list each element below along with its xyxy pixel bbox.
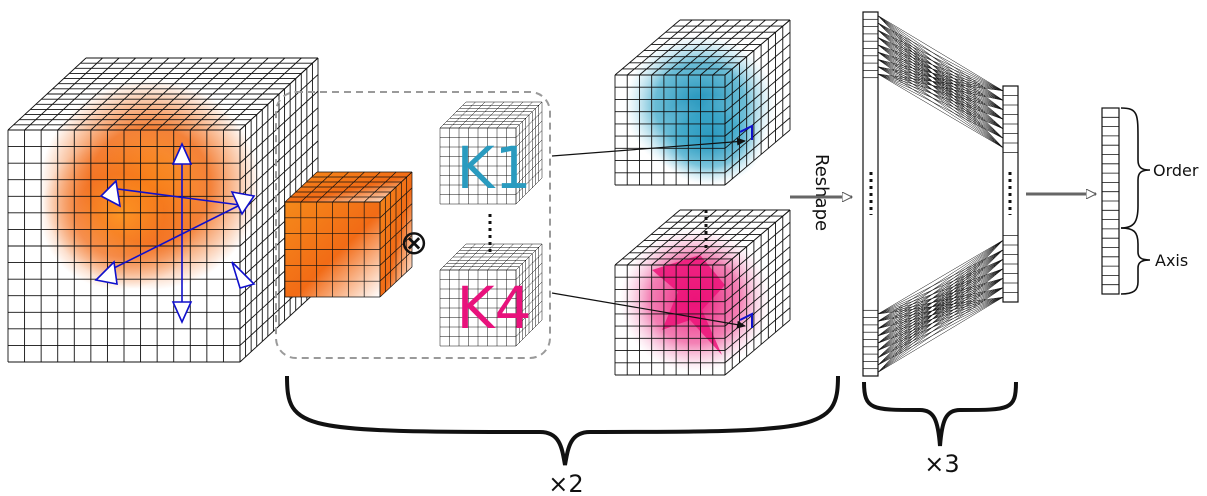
- convolution-group-box: [275, 91, 551, 359]
- feature-map-k4-cube: [614, 209, 791, 376]
- conv-repeat-label: ×2: [548, 470, 583, 496]
- kernel-k1-cube: [439, 101, 543, 205]
- axis-brace: [1120, 227, 1151, 295]
- kernel-k1-label: K1: [457, 134, 532, 202]
- k4-to-feature-arrow: [551, 292, 746, 329]
- output-vector: [1101, 107, 1120, 295]
- conv-repeat-brace: [285, 375, 840, 466]
- input-patch-cube: [284, 171, 413, 298]
- feature-map-k1-cube: [614, 19, 791, 186]
- fully-connected-network: [862, 11, 1019, 377]
- axis-label: Axis: [1155, 251, 1188, 270]
- convolution-operator-symbol: ⊗: [400, 223, 429, 263]
- kernel-k4-label: K4: [457, 274, 532, 342]
- reshape-label: Reshape: [811, 154, 832, 231]
- order-brace: [1120, 107, 1151, 229]
- input-volume-cube: [7, 57, 319, 363]
- order-label: Order: [1153, 161, 1199, 180]
- fc-repeat-label: ×3: [924, 450, 959, 478]
- k1-to-feature-arrow: [551, 137, 746, 157]
- orientation-arrows: [94, 142, 256, 324]
- kernel-k4-cube: [439, 243, 543, 347]
- fc-repeat-brace: [862, 381, 1018, 447]
- output-voxel-markers: [739, 124, 753, 328]
